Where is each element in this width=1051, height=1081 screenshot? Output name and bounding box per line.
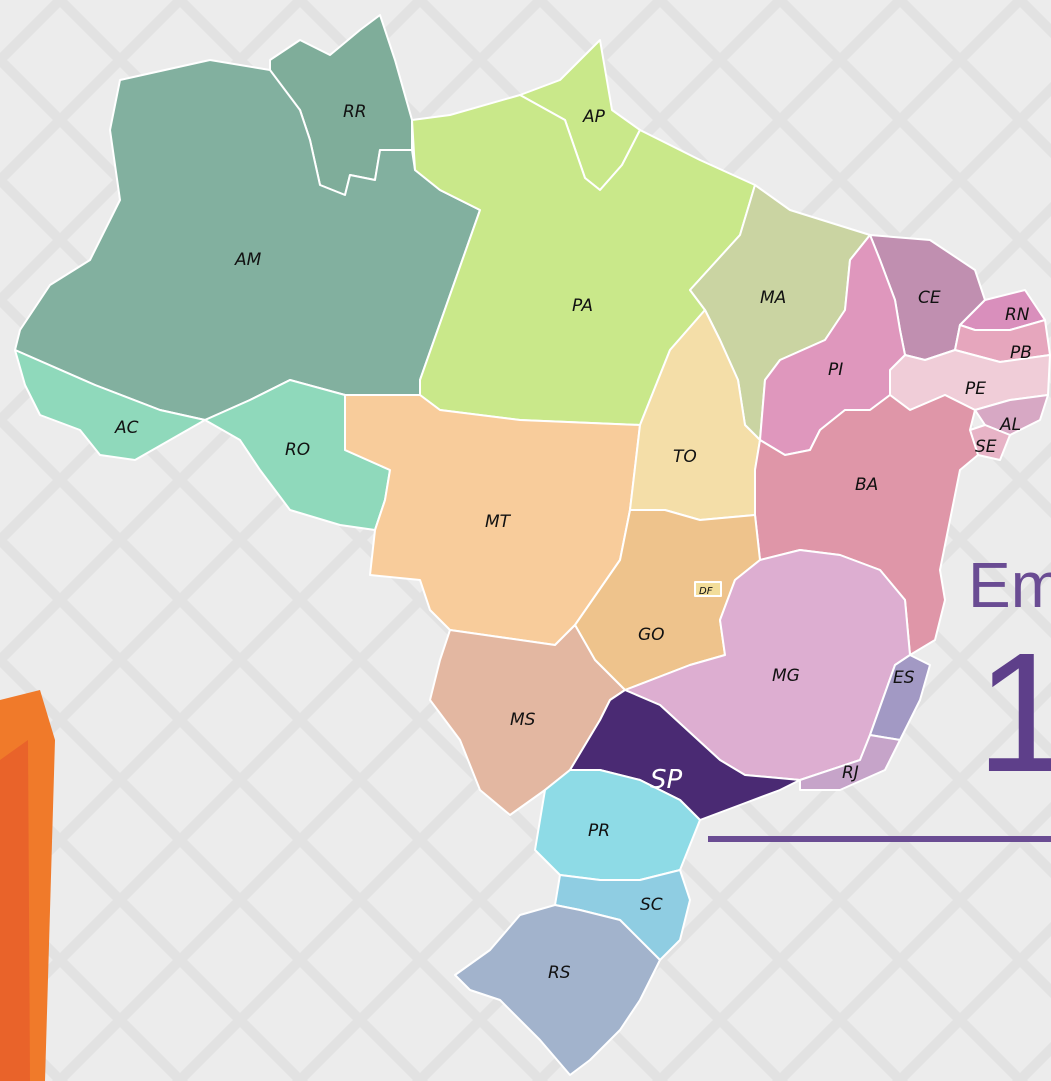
label-MS: MS [510, 710, 536, 730]
state-RS[interactable] [454, 904, 661, 1076]
label-AP: AP [582, 107, 606, 127]
label-BA: BA [855, 475, 878, 495]
label-AL: AL [999, 415, 1021, 435]
label-DF: DF [699, 586, 713, 597]
label-SC: SC [640, 895, 663, 915]
label-MT: MT [485, 512, 512, 532]
label-PE: PE [965, 379, 986, 399]
label-MG: MG [772, 666, 800, 686]
label-GO: GO [638, 625, 665, 645]
state-DF[interactable] [694, 581, 722, 597]
divider-line [708, 836, 1051, 842]
state-AC[interactable] [14, 349, 206, 461]
label-AM: AM [234, 250, 262, 270]
label-ES: ES [893, 668, 915, 688]
state-RJ[interactable] [799, 734, 901, 791]
label-AC: AC [114, 418, 139, 438]
label-RN: RN [1005, 305, 1030, 325]
label-RJ: RJ [842, 763, 859, 783]
label-TO: TO [673, 447, 697, 467]
state-PR[interactable] [534, 769, 701, 881]
label-PI: PI [828, 360, 843, 380]
label-MA: MA [760, 288, 786, 308]
label-PR: PR [588, 821, 610, 841]
label-SE: SE [975, 437, 997, 457]
label-RS: RS [548, 963, 571, 983]
label-PB: PB [1010, 343, 1032, 363]
label-RO: RO [285, 440, 310, 460]
label-CE: CE [918, 288, 941, 308]
label-SP: SP [650, 765, 683, 795]
label-PA: PA [572, 296, 593, 316]
side-number: 1 [976, 618, 1051, 808]
label-RR: RR [343, 102, 367, 122]
side-title: Em [968, 549, 1051, 621]
